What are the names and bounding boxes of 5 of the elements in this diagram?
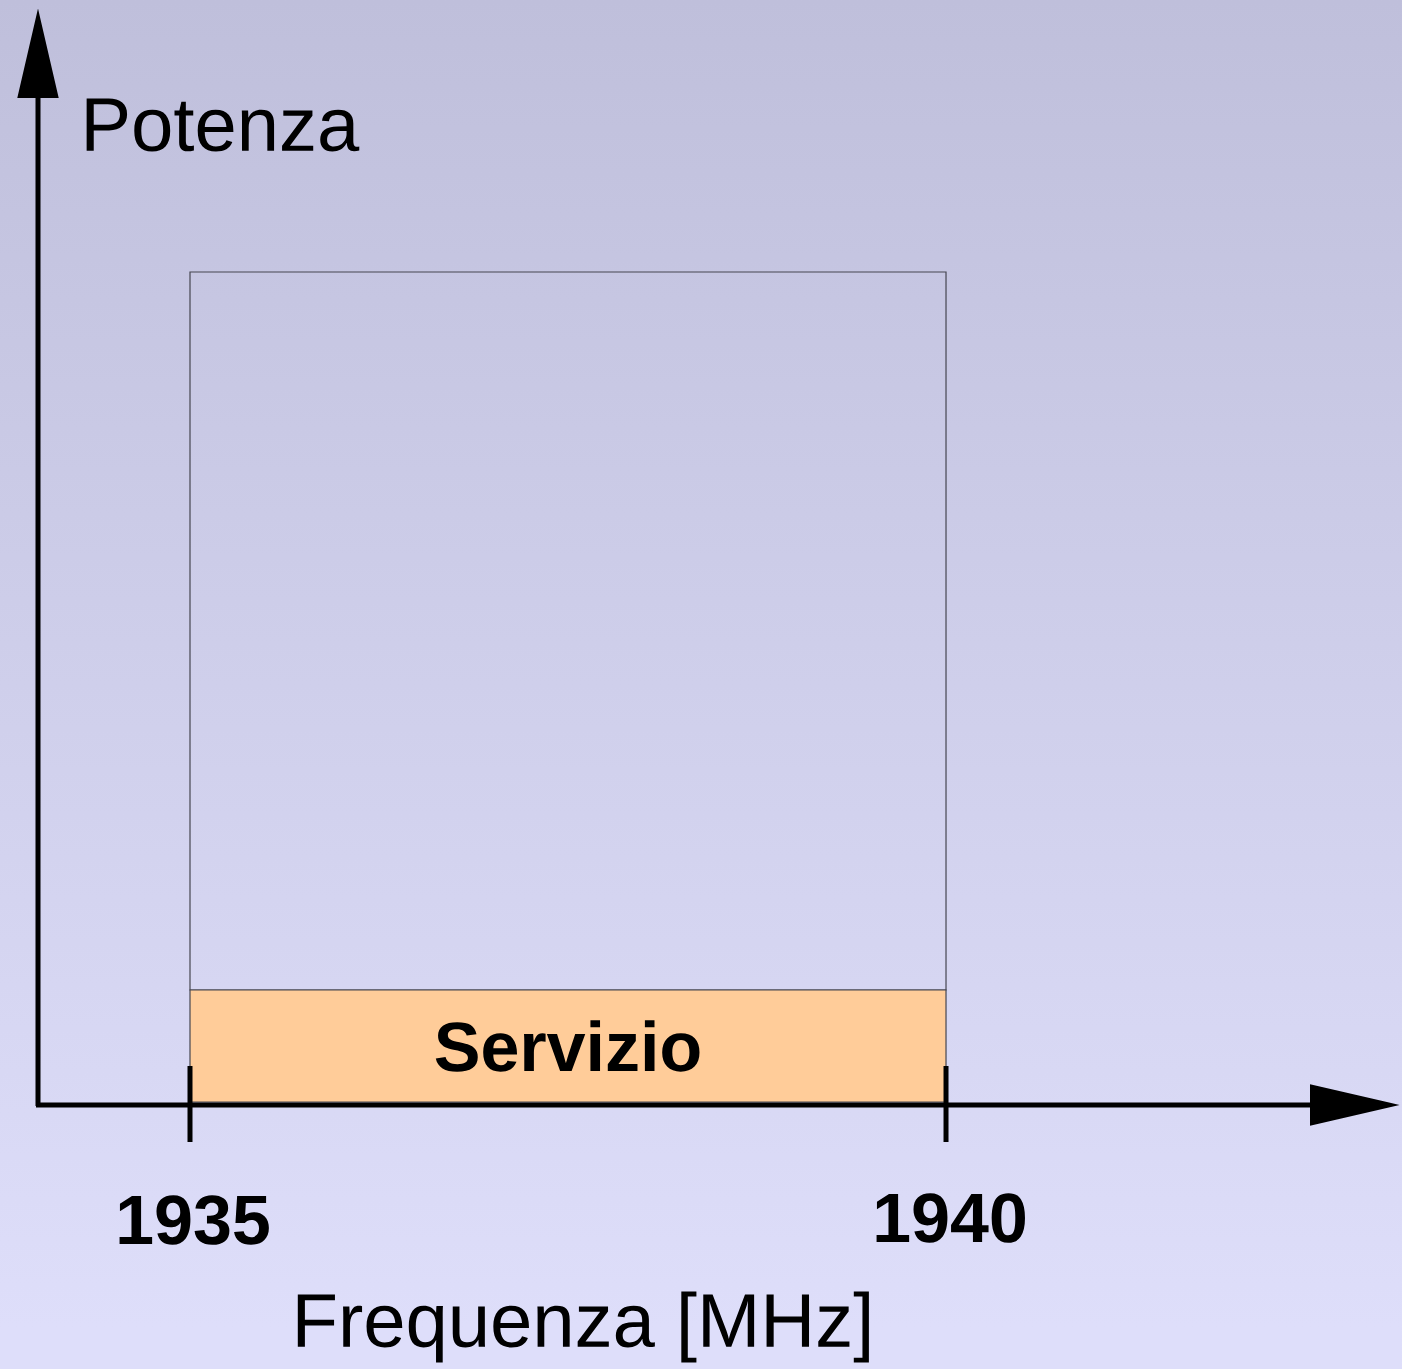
axis-label: Frequenza [MHz]	[297, 1291, 869, 1363]
tick-label: 1935	[119, 1195, 269, 1245]
axis-label: Potenza	[86, 98, 360, 152]
tick-label: 1940	[876, 1193, 1025, 1243]
service-band: Servizio	[189, 989, 947, 1103]
